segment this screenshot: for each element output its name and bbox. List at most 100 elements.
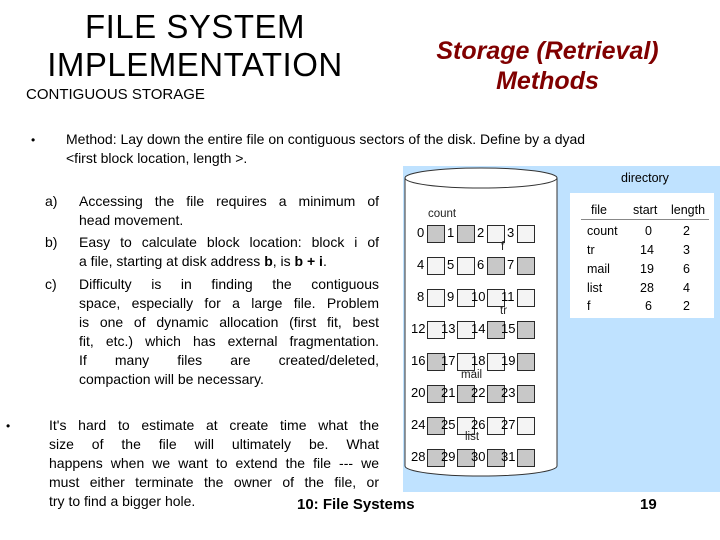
dir-header-length: length [671, 203, 706, 217]
block-cell [427, 449, 445, 467]
block-cell [487, 417, 505, 435]
dir-cell: 28 [640, 281, 654, 295]
block-cell [427, 385, 445, 403]
title-line-1: FILE SYSTEM [84, 8, 306, 45]
bottom-line: try to find a bigger hole. [49, 493, 196, 509]
block-number: 24 [411, 417, 426, 432]
block-cell [487, 321, 505, 339]
block-cell [517, 353, 535, 371]
item-c-marker: c) [45, 276, 57, 292]
block-cell [487, 289, 505, 307]
title-line-2: IMPLEMENTATION [47, 46, 343, 83]
block-cell [427, 225, 445, 243]
block-number: 31 [501, 449, 516, 464]
dir-cell: list [587, 281, 603, 295]
block-cell [457, 321, 475, 339]
dir-cell: 14 [640, 243, 654, 257]
block-number: 13 [441, 321, 456, 336]
block-number: 5 [447, 257, 455, 272]
block-cell [427, 353, 445, 371]
right-heading: Storage (Retrieval) Methods [405, 36, 690, 96]
block-number: 9 [447, 289, 455, 304]
file-label-mail: mail [461, 369, 483, 381]
item-c-line: space, especially for a large file. Prob… [79, 295, 379, 311]
item-c-line: If many files are created/deleted, [79, 352, 379, 368]
block-number: 26 [471, 417, 486, 432]
item-b-dot: . [322, 253, 327, 269]
method-line-2: <first block location, length >. [66, 150, 248, 166]
block-number: 29 [441, 449, 456, 464]
block-number: 22 [471, 385, 486, 400]
block-cell [517, 449, 535, 467]
block-number: 8 [417, 289, 425, 304]
dir-cell: mail [587, 262, 610, 276]
block-number: 20 [411, 385, 426, 400]
block-cell [487, 449, 505, 467]
block-number: 6 [477, 257, 485, 272]
right-heading-line-2: Methods [496, 67, 599, 95]
block-cell [457, 417, 475, 435]
file-label-count: count [428, 208, 457, 220]
block-number: 19 [501, 353, 516, 368]
dir-cell: 3 [683, 243, 690, 257]
block-number: 18 [471, 353, 486, 368]
block-cell [487, 385, 505, 403]
block-number: 15 [501, 321, 516, 336]
file-label-list: list [465, 431, 480, 443]
item-c-line: compaction will be necessary. [79, 371, 264, 387]
block-number: 10 [471, 289, 486, 304]
block-cell [487, 257, 505, 275]
block-number: 14 [471, 321, 486, 336]
block-number: 0 [417, 225, 425, 240]
dir-cell: 6 [645, 299, 652, 313]
block-cell [517, 385, 535, 403]
block-number: 4 [417, 257, 425, 272]
block-number: 11 [501, 289, 515, 304]
directory-label: directory [621, 171, 669, 185]
right-heading-line-1: Storage (Retrieval) [436, 37, 659, 65]
section-subtitle: CONTIGUOUS STORAGE [26, 86, 205, 103]
file-label-f: f [501, 241, 505, 253]
item-a-line: Accessing the file requires a minimum of [79, 193, 379, 209]
block-number: 23 [501, 385, 516, 400]
item-b-prefix: a file, starting at disk address [79, 253, 265, 269]
block-number: 7 [507, 257, 515, 272]
item-a-marker: a) [45, 193, 58, 209]
block-cell [517, 225, 535, 243]
block-cell [457, 449, 475, 467]
dir-cell: 2 [683, 224, 690, 238]
file-label-tr: tr [500, 305, 508, 317]
item-b-var: b [264, 253, 273, 269]
page-number: 19 [640, 496, 657, 513]
block-cell [427, 257, 445, 275]
block-number: 21 [441, 385, 456, 400]
dir-header-file: file [591, 203, 607, 217]
item-b-line-2: a file, starting at disk address b, is b… [79, 252, 379, 271]
block-number: 12 [411, 321, 426, 336]
block-cell [427, 417, 445, 435]
directory-table [570, 193, 714, 318]
block-cell [487, 225, 505, 243]
bottom-line: It's hard to estimate at create time wha… [49, 417, 379, 433]
dir-cell: 4 [683, 281, 690, 295]
block-number: 16 [411, 353, 426, 368]
contiguous-allocation-diagram: directory file start length count 0 2 tr… [403, 166, 720, 492]
item-a-text: Accessing the file requires a minimum of… [79, 192, 379, 230]
block-cell [517, 417, 535, 435]
method-text: Method: Lay down the entire file on cont… [66, 130, 686, 168]
block-cell [517, 321, 535, 339]
dir-cell: f [587, 299, 591, 313]
block-cell [457, 257, 475, 275]
dir-cell: 0 [645, 224, 652, 238]
bullet-marker: • [31, 133, 36, 147]
dir-cell: count [587, 224, 618, 238]
block-cell [457, 385, 475, 403]
dir-cell: 2 [683, 299, 690, 313]
block-cell [517, 257, 535, 275]
item-a-line: head movement. [79, 212, 184, 228]
block-number: 28 [411, 449, 426, 464]
block-number: 27 [501, 417, 516, 432]
block-cell [457, 289, 475, 307]
item-c-text: Difficulty is in finding the contiguous … [79, 275, 379, 389]
block-number: 3 [507, 225, 515, 240]
